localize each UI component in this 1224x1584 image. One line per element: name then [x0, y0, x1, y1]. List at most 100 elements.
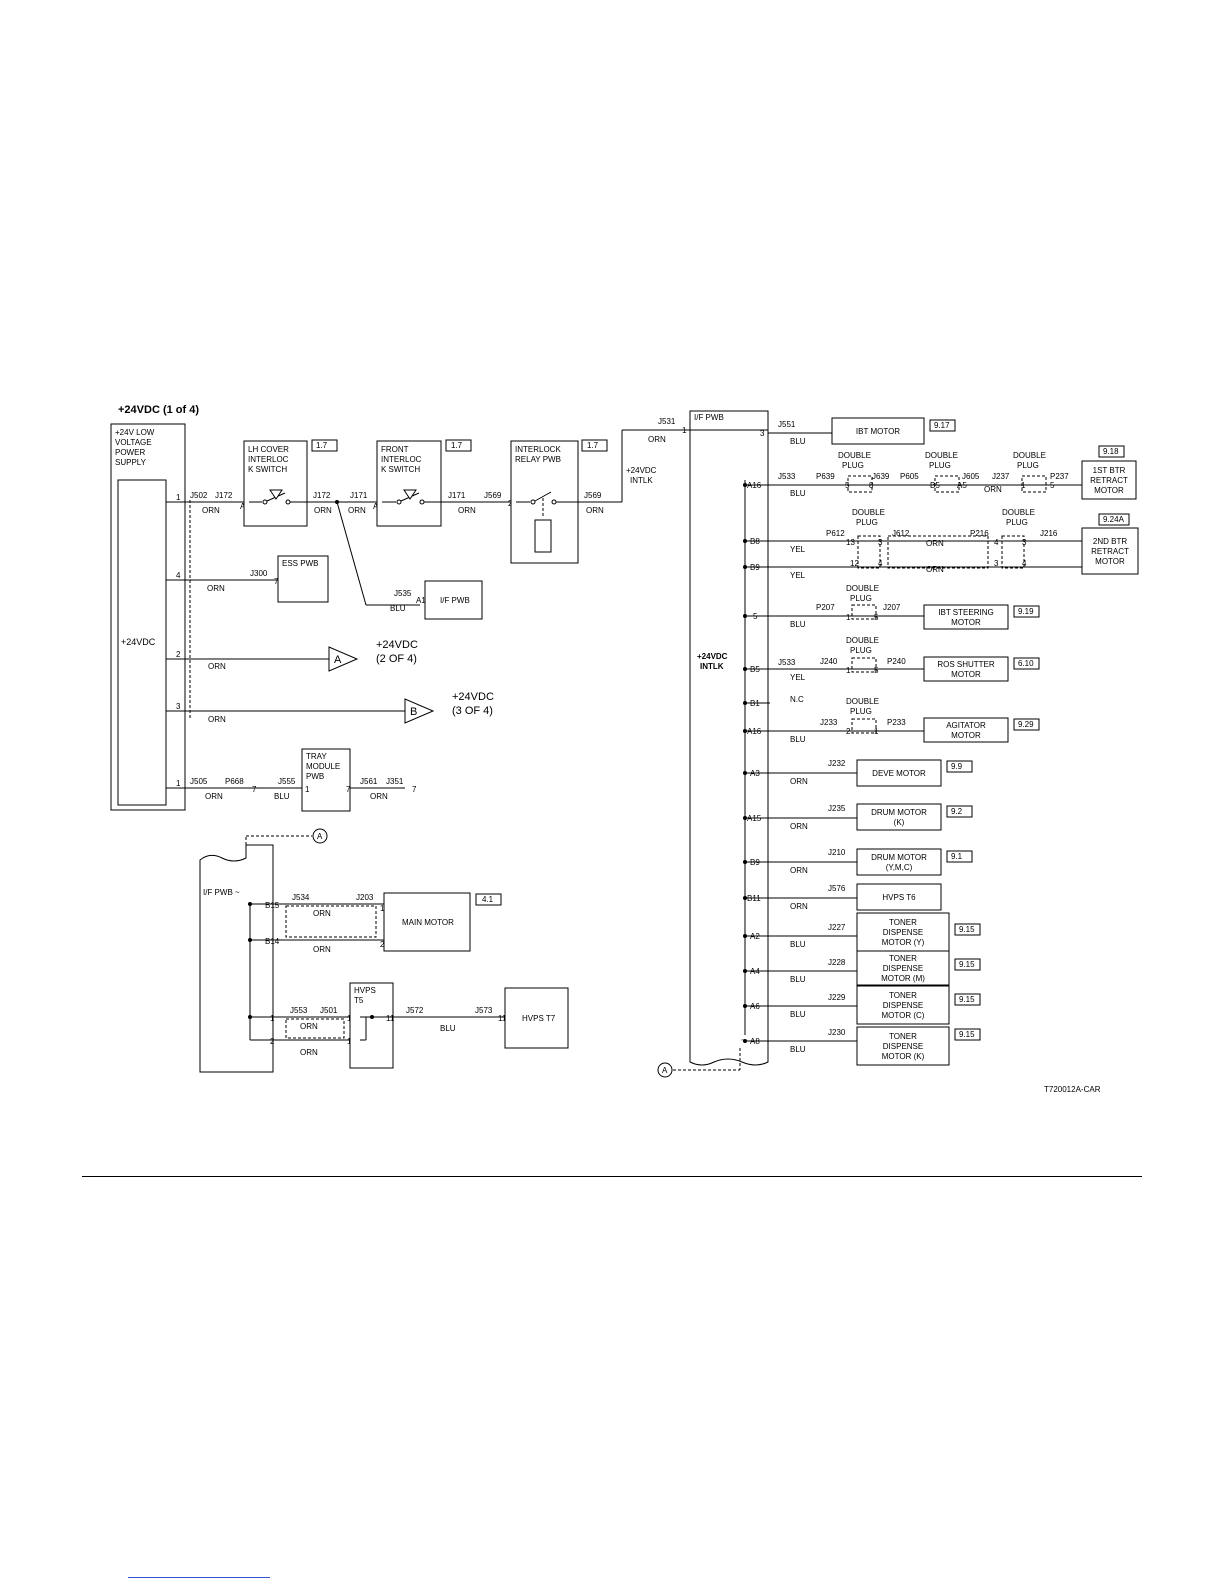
- branch-wire-color: BLU: [790, 620, 806, 629]
- motor-box: [856, 912, 950, 952]
- reference-number: 9.29: [1018, 720, 1034, 729]
- branch-wire-color: YEL: [790, 545, 806, 554]
- svg-text:J171: J171: [350, 491, 368, 500]
- svg-text:11: 11: [498, 1014, 507, 1023]
- svg-text:+24VDC: +24VDC: [697, 652, 728, 661]
- motor-label: TONER: [889, 991, 917, 1000]
- svg-text:ORN: ORN: [300, 1022, 318, 1031]
- reference-box: [954, 993, 981, 1006]
- svg-text:J553: J553: [290, 1006, 308, 1015]
- svg-text:2: 2: [846, 727, 851, 736]
- svg-text:J551: J551: [778, 420, 796, 429]
- svg-text:DOUBLE: DOUBLE: [846, 584, 879, 593]
- svg-text:PLUG: PLUG: [1017, 461, 1039, 470]
- branch-pin: B1: [750, 699, 760, 708]
- svg-text:P639: P639: [816, 472, 835, 481]
- right-connector-labels: J551 J533 P639 J639 P605 J605 J237 P237 …: [778, 420, 1069, 1037]
- offpage-connector-a: ORN A +24VDC (2 OF 4): [185, 639, 418, 672]
- svg-text:P612: P612: [826, 529, 845, 538]
- reference-box: [1098, 445, 1125, 458]
- svg-text:J229: J229: [828, 993, 846, 1002]
- svg-text:7: 7: [412, 785, 417, 794]
- svg-text:J535: J535: [394, 589, 412, 598]
- branch-wire-color: BLU: [790, 940, 806, 949]
- svg-text:J505: J505: [190, 777, 208, 786]
- svg-text:PLUG: PLUG: [1006, 518, 1028, 527]
- svg-text:B: B: [410, 706, 417, 718]
- branch-pin: B9: [750, 563, 760, 572]
- branch-pin: A8: [750, 1037, 760, 1046]
- reference-number: 9.15: [959, 925, 975, 934]
- branch-wire-color: BLU: [790, 489, 806, 498]
- motor-box: [856, 985, 950, 1025]
- svg-text:J605: J605: [962, 472, 980, 481]
- svg-text:ORN: ORN: [300, 1048, 318, 1057]
- svg-text:2: 2: [176, 650, 181, 659]
- svg-text:4: 4: [994, 538, 999, 547]
- svg-text:ORN: ORN: [370, 792, 388, 801]
- footer-link-underline: [128, 1577, 270, 1578]
- svg-text:PLUG: PLUG: [842, 461, 864, 470]
- svg-text:K SWITCH: K SWITCH: [381, 465, 420, 474]
- svg-text:ORN: ORN: [586, 506, 604, 515]
- branch-wire-color: ORN: [790, 822, 808, 831]
- svg-text:J569: J569: [484, 491, 502, 500]
- svg-text:J216: J216: [1040, 529, 1058, 538]
- svg-text:PLUG: PLUG: [850, 646, 872, 655]
- reference-number: 9.19: [1018, 607, 1034, 616]
- svg-text:J555: J555: [278, 777, 296, 786]
- svg-text:B5: B5: [930, 481, 940, 490]
- branch-pin: A16: [747, 481, 762, 490]
- svg-text:2: 2: [270, 1037, 275, 1046]
- svg-text:1: 1: [874, 727, 879, 736]
- branch-wire-color: ORN: [790, 777, 808, 786]
- diagram-title: +24VDC (1 of 4): [118, 404, 199, 416]
- svg-text:1: 1: [846, 613, 851, 622]
- svg-text:ORN: ORN: [208, 715, 226, 724]
- svg-text:DOUBLE: DOUBLE: [1002, 508, 1035, 517]
- svg-text:(3 OF 4): (3 OF 4): [452, 705, 493, 717]
- motor-box: [1081, 527, 1139, 575]
- motor-label: MOTOR: [951, 731, 981, 740]
- front-interlock-switch: FRONT INTERLOC K SWITCH 1.7: [376, 439, 472, 527]
- svg-text:PLUG: PLUG: [850, 594, 872, 603]
- motor-label: DRUM MOTOR: [871, 853, 927, 862]
- svg-text:SUPPLY: SUPPLY: [115, 458, 147, 467]
- svg-text:INTLK: INTLK: [630, 476, 653, 485]
- reference-number: 9.15: [959, 1030, 975, 1039]
- branch-wire-color: BLU: [790, 735, 806, 744]
- motor-label: DISPENSE: [883, 964, 923, 973]
- svg-text:A: A: [662, 1066, 668, 1075]
- svg-text:4: 4: [878, 559, 883, 568]
- reference-number: 9.15: [959, 960, 975, 969]
- svg-text:~: ~: [235, 888, 240, 897]
- reference-number: 6.10: [1018, 659, 1034, 668]
- branch-pin: 3: [760, 429, 765, 438]
- svg-text:BLU: BLU: [440, 1024, 456, 1033]
- front-cover-ref: 1.7: [451, 441, 463, 450]
- svg-text:I/F PWB: I/F PWB: [694, 413, 724, 422]
- svg-text:J210: J210: [828, 848, 846, 857]
- svg-text:PLUG: PLUG: [856, 518, 878, 527]
- svg-text:ORN: ORN: [348, 506, 366, 515]
- svg-text:3: 3: [1022, 538, 1027, 547]
- svg-text:(2 OF 4): (2 OF 4): [376, 653, 417, 665]
- svg-text:FRONT: FRONT: [381, 445, 409, 454]
- svg-text:ORN: ORN: [926, 565, 944, 574]
- svg-text:DOUBLE: DOUBLE: [846, 697, 879, 706]
- svg-text:J502: J502: [190, 491, 208, 500]
- motor-label: ROS SHUTTER: [937, 660, 995, 669]
- reference-number: 9.2: [951, 807, 963, 816]
- motor-label: 1ST BTR: [1093, 466, 1126, 475]
- svg-text:J203: J203: [356, 893, 374, 902]
- reference-box: [946, 760, 973, 773]
- svg-text:ORN: ORN: [205, 792, 223, 801]
- svg-text:DOUBLE: DOUBLE: [925, 451, 958, 460]
- svg-text:P216: P216: [970, 529, 989, 538]
- svg-text:ORN: ORN: [984, 485, 1002, 494]
- branch-wire-color: ORN: [790, 866, 808, 875]
- reference-box: [954, 958, 981, 971]
- motor-box: [856, 883, 942, 911]
- svg-text:J639: J639: [872, 472, 890, 481]
